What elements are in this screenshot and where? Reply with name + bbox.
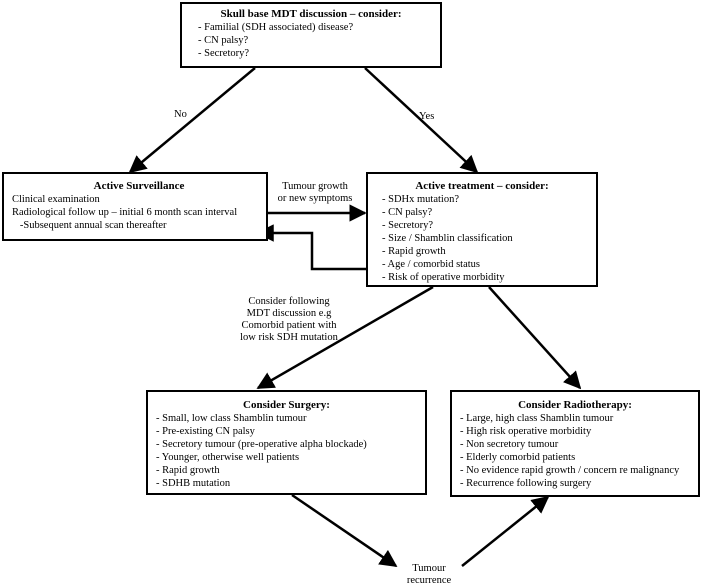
radiotherapy-item: - Elderly comorbid patients — [460, 452, 576, 463]
mdt-item: - CN palsy? — [198, 35, 249, 46]
surgery-item: - Secretory tumour (pre-operative alpha … — [156, 439, 367, 450]
active-treatment-box: Active treatment – consider: - SDHx muta… — [366, 172, 598, 287]
radiotherapy-title: Consider Radiotherapy: — [518, 399, 632, 411]
arrow-mdt-to-surveillance — [128, 67, 256, 174]
treatment-item: - CN palsy? — [382, 207, 433, 218]
treatment-title: Active treatment – consider: — [415, 180, 549, 192]
treatment-item: - Size / Shamblin classification — [382, 233, 513, 244]
mdt-item: - Familial (SDH associated) disease? — [198, 22, 354, 33]
mdt-item: - Secretory? — [198, 48, 250, 59]
treatment-item: - Age / comorbid status — [382, 259, 480, 270]
treatment-item: - Risk of operative morbidity — [382, 272, 505, 283]
surgery-item: - Younger, otherwise well patients — [156, 452, 300, 463]
no-label: No — [174, 109, 187, 120]
treatment-item: - Rapid growth — [382, 246, 446, 257]
arrow-treatment-to-surgery — [256, 285, 434, 390]
radiotherapy-item: - Non secretory tumour — [460, 439, 559, 450]
arrow-treatment-to-surveillance — [256, 224, 366, 271]
consider-surgery-box: Consider Surgery: - Small, low class Sha… — [146, 390, 427, 495]
surveillance-line: Clinical examination — [12, 194, 100, 205]
recurrence-label: Tumour recurrence — [396, 563, 462, 587]
treatment-item: - SDHx mutation? — [382, 194, 459, 205]
mdt-discussion-box: Skull base MDT discussion – consider: - … — [180, 2, 442, 68]
consider-following-line: MDT discussion e.g — [246, 308, 332, 319]
radiotherapy-item: - High risk operative morbidity — [460, 426, 592, 437]
growth-label: Tumour growth or new symptoms — [267, 181, 363, 205]
consider-following-line: Comorbid patient with — [241, 320, 337, 331]
surgery-title: Consider Surgery: — [243, 399, 330, 411]
recurrence-label-line: Tumour — [412, 563, 446, 574]
radiotherapy-item: - Large, high class Shamblin tumour — [460, 413, 614, 424]
arrow-recurrence-to-radiotherapy — [461, 495, 550, 567]
radiotherapy-item: - Recurrence following surgery — [460, 478, 592, 489]
yes-label: Yes — [419, 111, 435, 122]
surgery-item: - Pre-existing CN palsy — [156, 426, 255, 437]
growth-label-line: or new symptoms — [277, 193, 353, 204]
growth-label-line: Tumour growth — [282, 181, 348, 192]
surgery-item: - SDHB mutation — [156, 478, 231, 489]
arrow-mdt-to-treatment — [364, 67, 479, 174]
consider-radiotherapy-box: Consider Radiotherapy: - Large, high cla… — [450, 390, 700, 497]
arrow-surgery-to-recurrence — [291, 493, 398, 568]
surgery-item: - Rapid growth — [156, 465, 220, 476]
surveillance-line: -Subsequent annual scan thereafter — [12, 220, 167, 231]
mdt-title: Skull base MDT discussion – consider: — [220, 8, 402, 20]
consider-following-line: low risk SDH mutation — [240, 332, 338, 343]
surveillance-line: Radiological follow up – initial 6 month… — [12, 207, 238, 218]
consider-following-line: Consider following — [248, 296, 330, 307]
radiotherapy-item: - No evidence rapid growth / concern re … — [460, 465, 680, 476]
treatment-item: - Secretory? — [382, 220, 434, 231]
recurrence-label-line: recurrence — [406, 575, 452, 586]
surgery-item: - Small, low class Shamblin tumour — [156, 413, 307, 424]
active-surveillance-box: Active Surveillance Clinical examination… — [2, 172, 268, 241]
arrow-treatment-to-radiotherapy — [488, 286, 582, 390]
consider-following-label: Consider following MDT discussion e.g Co… — [223, 296, 355, 344]
surveillance-title: Active Surveillance — [93, 180, 185, 192]
